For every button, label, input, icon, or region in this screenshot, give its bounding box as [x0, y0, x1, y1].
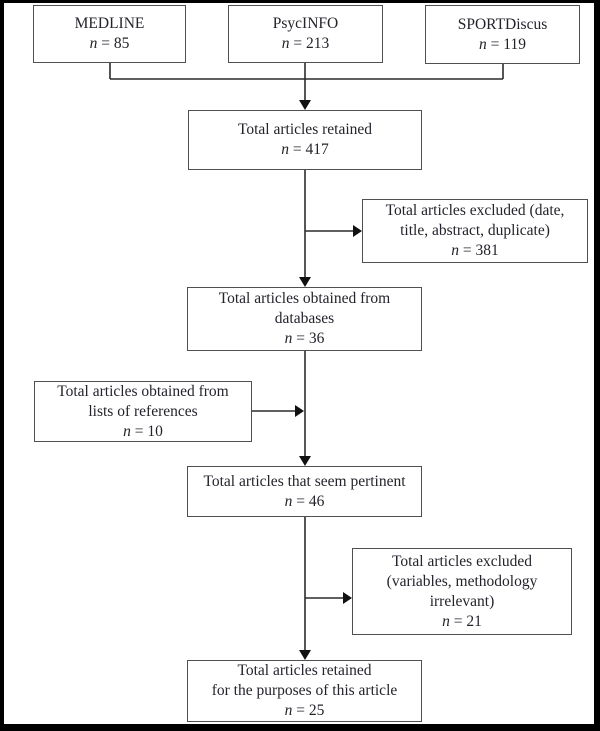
box-label: for the purposes of this article — [211, 682, 398, 699]
connector-top-merge — [109, 63, 504, 110]
arrow-right-into-excluded-final — [343, 592, 352, 604]
box-label: lists of references — [88, 402, 198, 420]
box-count: n = 119 — [479, 35, 526, 53]
box-count: n = 46 — [284, 492, 325, 510]
connector-retained-to-databases — [299, 170, 362, 287]
arrow-down-into-pertinent — [299, 456, 311, 466]
box-count: n = 36 — [284, 330, 325, 347]
total-retained-box: Total articles retained n = 417 — [188, 110, 422, 170]
box-label: irrelevant) — [429, 592, 495, 610]
box-count: n = 213 — [281, 35, 330, 52]
box-count: n = 417 — [281, 141, 329, 158]
box-label: Total articles retained — [237, 121, 373, 138]
excluded-final-box: Total articles excluded (variables, meth… — [352, 548, 572, 635]
box-count: n = 21 — [442, 612, 482, 630]
box-count: n = 10 — [123, 422, 163, 440]
arrow-right-into-excluded-initial — [353, 225, 362, 237]
box-label: Total articles retained — [237, 662, 372, 679]
box-label: MEDLINE — [74, 15, 145, 32]
connector-databases-to-pertinent — [252, 351, 311, 466]
box-label: title, abstract, duplicate) — [400, 222, 550, 239]
arrow-down-into-final — [299, 650, 311, 660]
excluded-initial-box: Total articles excluded (date, title, ab… — [362, 199, 588, 263]
final-retained-box: Total articles retained for the purposes… — [187, 660, 422, 722]
box-label: Total articles obtained from — [57, 382, 229, 400]
box-label: Total articles excluded — [391, 552, 533, 570]
arrow-down-into-retained — [299, 100, 311, 110]
arrow-right-from-references — [295, 405, 304, 417]
obtained-from-databases-box: Total articles obtained from databases n… — [187, 287, 422, 351]
image-frame-right — [594, 0, 600, 731]
box-label: Total articles obtained from — [218, 290, 391, 307]
box-label: Total articles that seem pertinent — [203, 472, 406, 490]
psycinfo-source-box: PsycINFO n = 213 — [228, 5, 383, 63]
box-label: PsycINFO — [272, 15, 339, 32]
arrow-down-into-databases — [299, 277, 311, 287]
box-label: Total articles excluded (date, — [385, 202, 565, 219]
image-frame-bottom — [0, 724, 600, 731]
image-frame-top — [0, 0, 600, 3]
obtained-from-references-box: Total articles obtained from lists of re… — [34, 381, 252, 442]
box-label: (variables, methodology — [386, 572, 538, 590]
box-count: n = 381 — [451, 242, 499, 259]
seem-pertinent-box: Total articles that seem pertinent n = 4… — [187, 466, 422, 517]
box-count: n = 25 — [284, 702, 325, 719]
medline-source-box: MEDLINE n = 85 — [33, 5, 186, 63]
box-count: n = 85 — [89, 35, 130, 52]
connector-pertinent-to-final — [299, 517, 352, 660]
image-frame-left — [0, 0, 4, 731]
box-label: SPORTDiscus — [457, 15, 548, 33]
box-label: databases — [274, 310, 335, 327]
sportdiscus-source-box: SPORTDiscus n = 119 — [425, 5, 580, 64]
